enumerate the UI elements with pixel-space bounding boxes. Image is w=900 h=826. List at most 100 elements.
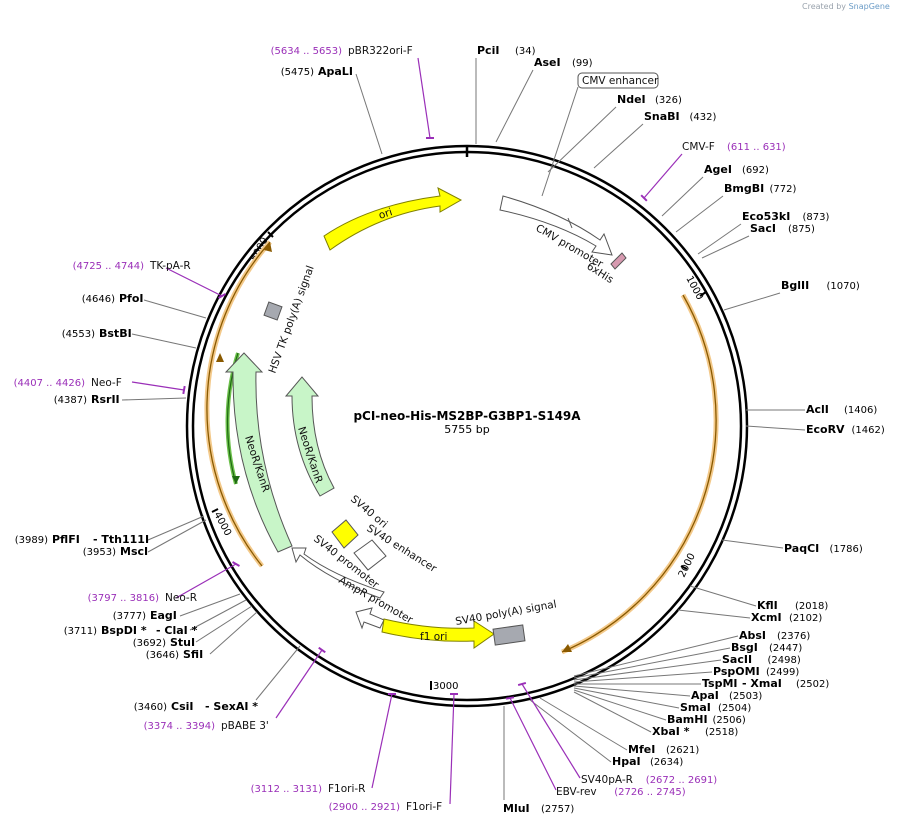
svg-text:PspOMI: PspOMI	[713, 665, 760, 678]
svg-text:AseI: AseI	[534, 56, 561, 69]
svg-text:TK-pA-R: TK-pA-R	[149, 260, 191, 272]
svg-text:EBV-rev: EBV-rev	[556, 786, 597, 798]
svg-text:(2503): (2503)	[729, 691, 762, 702]
svg-text:(99): (99)	[572, 58, 593, 69]
svg-text:ori: ori	[377, 206, 394, 222]
svg-text:(2506): (2506)	[713, 715, 746, 726]
svg-text:(1070): (1070)	[827, 281, 860, 292]
cmv-promoter-feature	[499, 195, 613, 256]
neor-kanr-inner-feature	[284, 376, 335, 497]
primer-f1orir: (3112 .. 3131) F1ori-R	[251, 693, 396, 795]
svg-text:BstBI: BstBI	[99, 327, 132, 340]
sv40-promoter-feature	[291, 547, 385, 599]
primer-neof: (4407 .. 4426)Neo-F	[14, 377, 186, 395]
plasmid-name: pCI-neo-His-MS2BP-G3BP1-S149A	[353, 409, 581, 423]
sv40-polya-feature	[492, 624, 526, 646]
enzyme-site-apai: ApaI(2503)	[573, 685, 762, 702]
svg-text:Neo-R: Neo-R	[165, 592, 197, 604]
tick-3000: 3000	[430, 681, 458, 692]
enzyme-site-pspomi: PspOMI (2499)	[573, 665, 799, 683]
svg-text:(1406): (1406)	[844, 405, 877, 416]
enzyme-site-msci: (3953)MscI	[83, 519, 207, 558]
ori-feature	[323, 187, 463, 251]
svg-text:- XmaI: - XmaI	[742, 677, 782, 690]
svg-text:(2634): (2634)	[650, 757, 683, 768]
svg-text:(5634 .. 5653): (5634 .. 5653)	[271, 46, 343, 57]
svg-text:SV40 poly(A) signal: SV40 poly(A) signal	[454, 598, 557, 628]
svg-text:StuI: StuI	[170, 636, 195, 649]
svg-text:2000: 2000	[677, 552, 698, 580]
svg-text:(4553): (4553)	[62, 329, 95, 340]
svg-text:(772): (772)	[770, 184, 797, 195]
enzyme-site-xbai: XbaI * (2518)	[573, 691, 738, 738]
svg-text:(5475): (5475)	[281, 67, 314, 78]
primer-pbabe3: (3374 .. 3394)pBABE 3'	[144, 646, 326, 732]
svg-text:(3112 .. 3131): (3112 .. 3131)	[251, 784, 323, 795]
svg-text:Eco53kI: Eco53kI	[742, 210, 790, 223]
orf-arc-right	[561, 293, 719, 655]
enzyme-site-bsgi: BsgI(2447)	[573, 641, 802, 679]
svg-text:(2900 .. 2921): (2900 .. 2921)	[329, 802, 401, 813]
svg-text:ApaLI: ApaLI	[318, 65, 353, 78]
svg-text:NdeI: NdeI	[617, 93, 646, 106]
enzyme-site-smai: SmaI(2504)	[573, 687, 751, 714]
enzyme-site-eagi: (3777) EagI	[113, 593, 241, 622]
svg-text:HpaI: HpaI	[612, 755, 641, 768]
svg-text:(2502): (2502)	[796, 679, 829, 690]
svg-text:- Tth111I: - Tth111I	[93, 533, 149, 546]
orf-arc-left	[204, 240, 272, 568]
enzyme-site-bglii: BglII(1070)	[723, 279, 860, 311]
svg-text:(3460): (3460)	[134, 702, 167, 713]
enzyme-site-absi: AbsI(2376)	[573, 629, 810, 677]
svg-text:(4725 .. 4744): (4725 .. 4744)	[73, 261, 145, 272]
enzyme-site-sfii: (3646)SfiI	[146, 611, 258, 661]
svg-text:CMV enhancer: CMV enhancer	[582, 75, 659, 87]
svg-text:CsiI: CsiI	[171, 700, 193, 713]
enzyme-site-ecorv: EcoRV(1462)	[745, 423, 885, 436]
enzyme-site-agei: AgeI (692)	[661, 163, 769, 217]
svg-text:(3989): (3989)	[15, 535, 48, 546]
svg-text:(3797 .. 3816): (3797 .. 3816)	[88, 593, 160, 604]
plasmid-length: 5755 bp	[444, 423, 489, 436]
svg-text:AgeI: AgeI	[704, 163, 732, 176]
snapgene-logo: SnapGene	[848, 2, 890, 11]
svg-text:(2102): (2102)	[789, 613, 822, 624]
enzyme-site-paqci: PaqCI(1786)	[721, 539, 863, 555]
enzyme-site-eco53ki: Eco53kI (873)	[697, 210, 830, 255]
svg-text:BspDI *: BspDI *	[101, 624, 147, 637]
svg-text:F1ori-R: F1ori-R	[328, 783, 365, 795]
svg-text:(2499): (2499)	[766, 667, 799, 678]
enzyme-site-snabi: SnaBI(432)	[593, 110, 716, 169]
svg-text:HSV TK poly(A) signal: HSV TK poly(A) signal	[267, 264, 317, 375]
svg-text:XbaI *: XbaI *	[652, 725, 690, 738]
svg-text:(3777): (3777)	[113, 611, 146, 622]
svg-text:(2757): (2757)	[541, 804, 574, 815]
svg-text:(873): (873)	[803, 212, 830, 223]
enzyme-site-tspmi: TspMI- XmaI(2502)	[574, 677, 829, 690]
enzyme-site-mlui: MluI(2757)	[503, 706, 574, 815]
svg-text:(2621): (2621)	[666, 745, 699, 756]
svg-text:(2518): (2518)	[705, 727, 738, 738]
svg-text:pBR322ori-F: pBR322ori-F	[348, 45, 413, 57]
svg-text:(611 .. 631): (611 .. 631)	[727, 142, 786, 153]
tick-2000: 2000	[677, 552, 698, 580]
enzyme-site-hpai: HpaI (2634)	[529, 699, 683, 768]
svg-text:3000: 3000	[433, 681, 458, 692]
svg-text:AclI: AclI	[806, 403, 829, 416]
svg-text:XcmI: XcmI	[751, 611, 782, 624]
enzyme-site-bmgbi: BmgBI(772)	[675, 182, 797, 233]
svg-text:MscI: MscI	[120, 545, 148, 558]
svg-text:SV40pA-R: SV40pA-R	[581, 774, 633, 786]
svg-text:PciI: PciI	[477, 44, 499, 57]
svg-text:CMV-F: CMV-F	[682, 141, 715, 153]
enzyme-site-rsrii: (4387)RsrII	[54, 393, 187, 406]
svg-text:- ClaI *: - ClaI *	[156, 624, 198, 637]
enzyme-site-asei: AseI (99)	[495, 56, 593, 143]
svg-text:(3711): (3711)	[64, 626, 97, 637]
f1-ori-feature	[381, 618, 495, 649]
svg-text:RsrII: RsrII	[91, 393, 120, 406]
svg-text:(692): (692)	[742, 165, 769, 176]
svg-text:EagI: EagI	[150, 609, 177, 622]
enzyme-site-xcmi: XcmI (2102)	[677, 609, 822, 624]
